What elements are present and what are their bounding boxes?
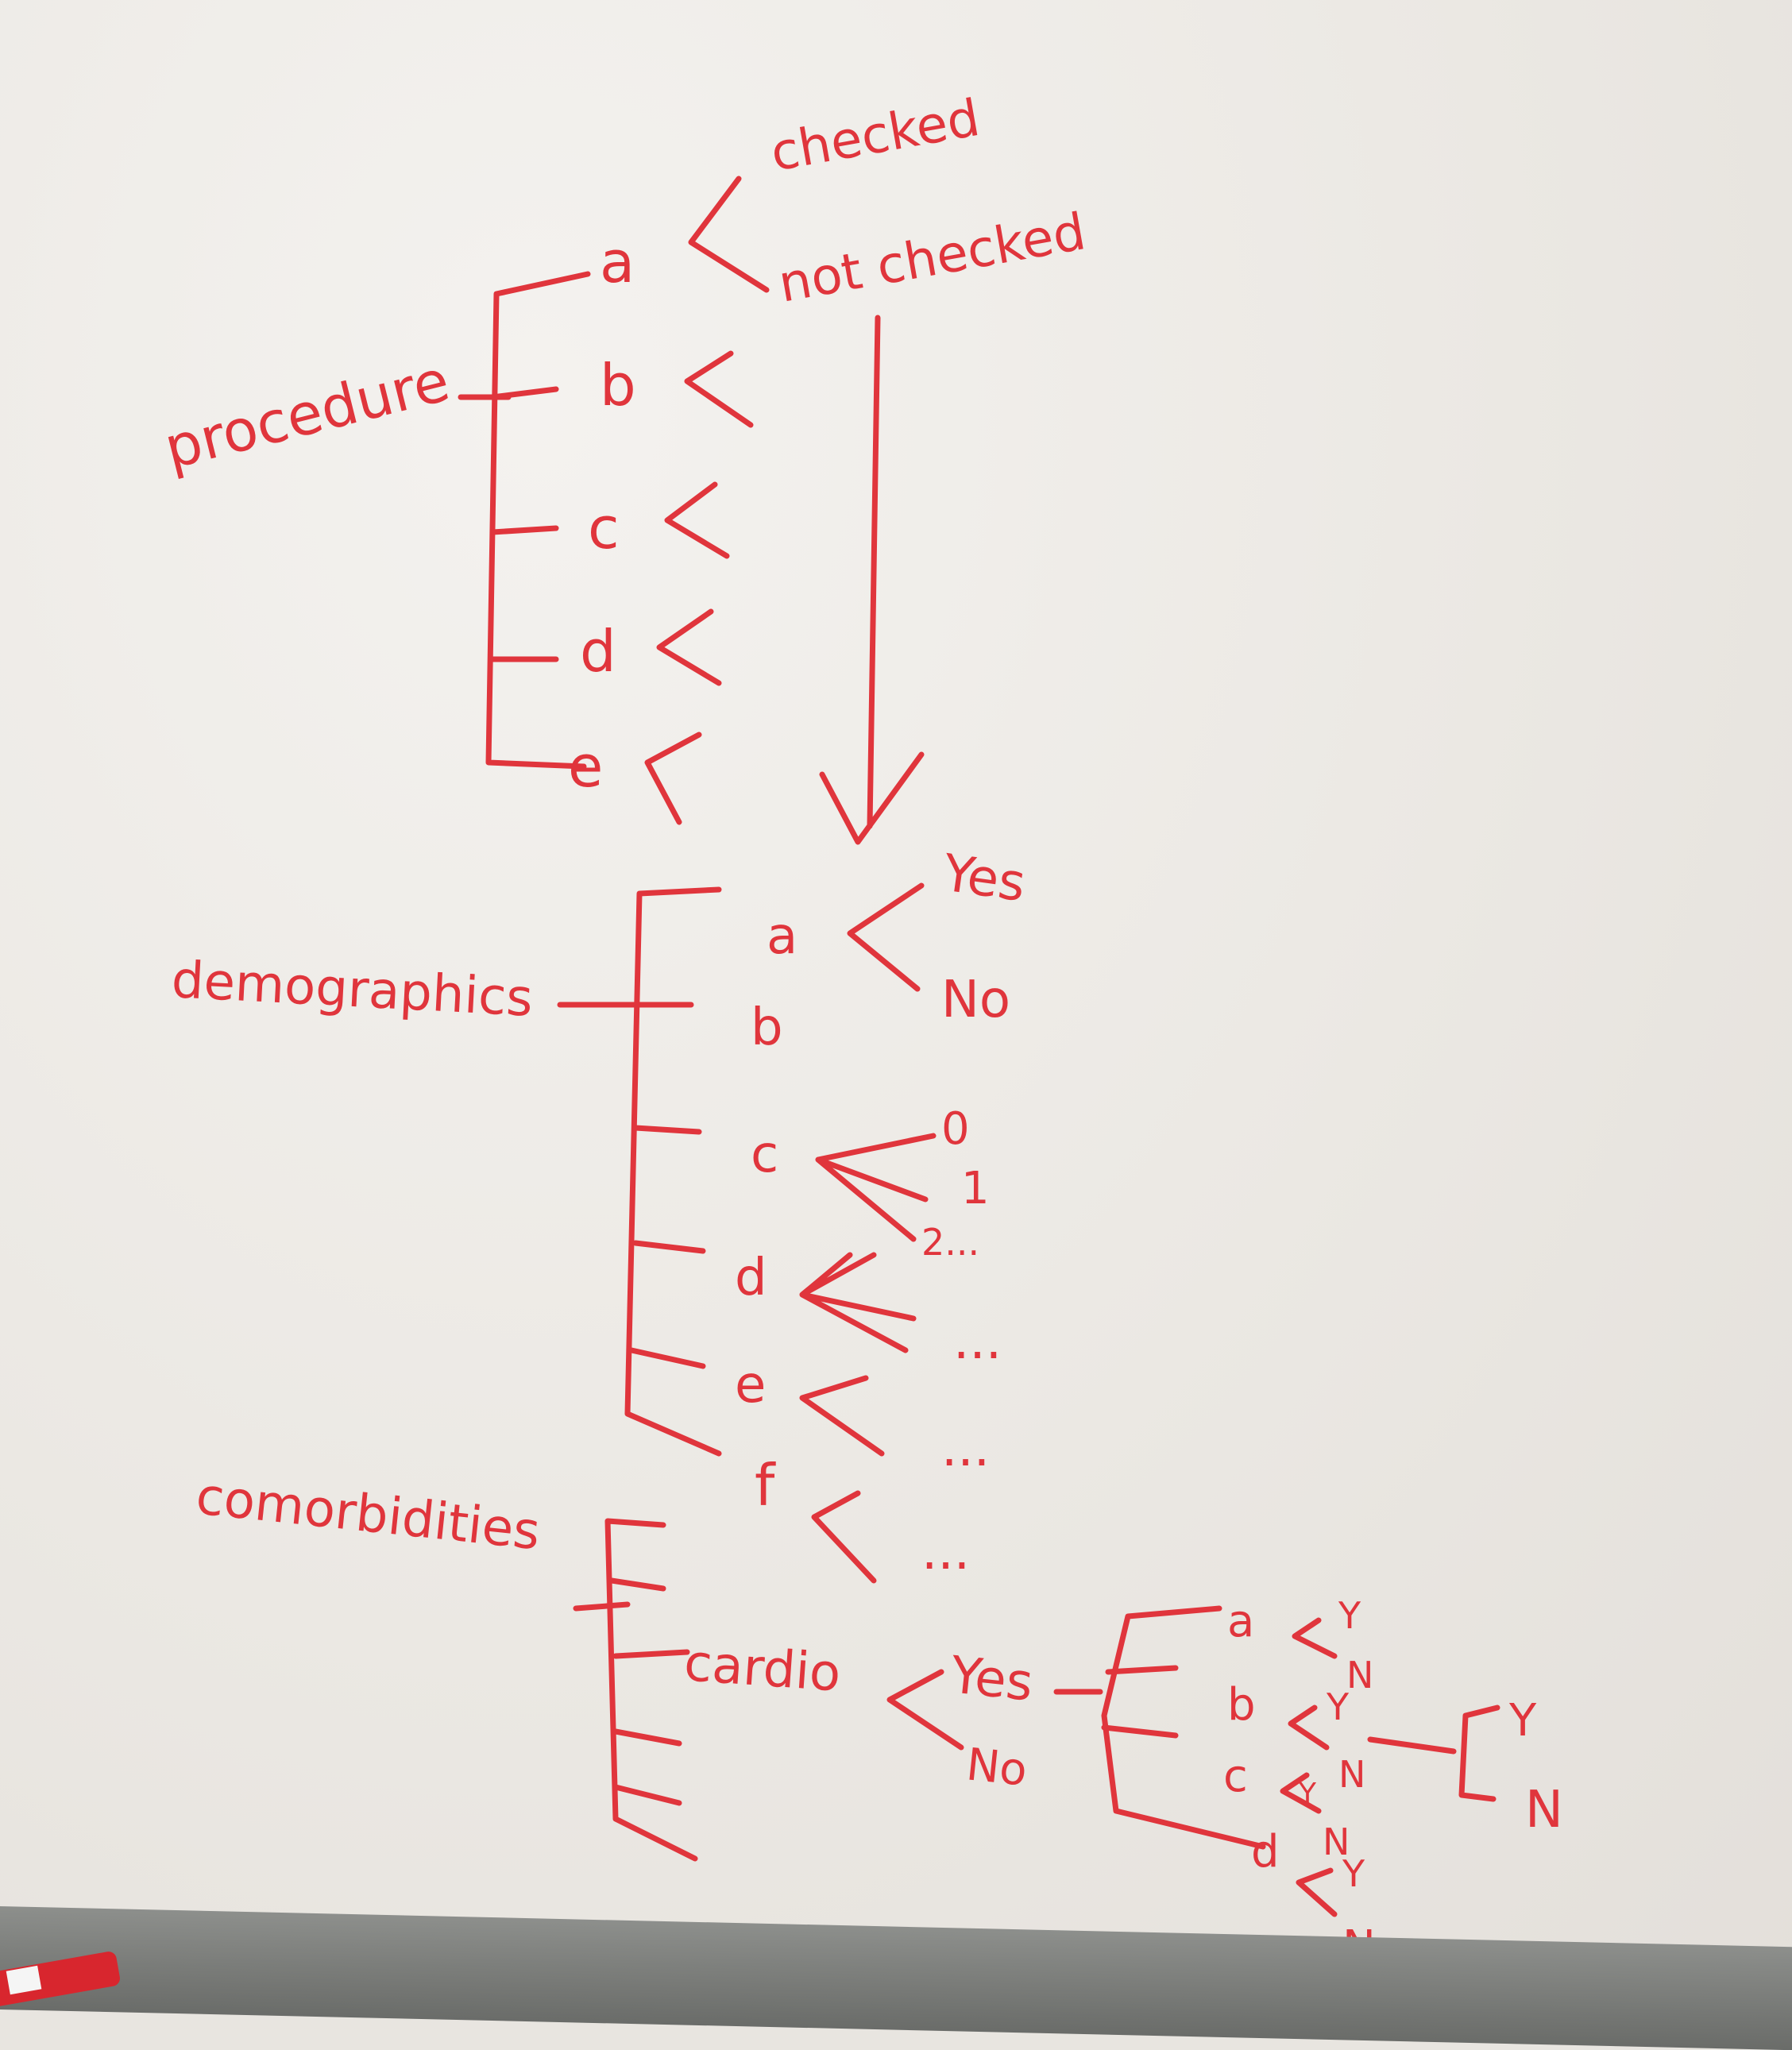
cardio-sub-a-yes: Y [1338,1594,1361,1637]
comorbidities-branch-4 [612,1784,682,1806]
comorbidities-root-connector [573,1601,631,1612]
comorbidities-cardio-no: No [964,1739,1030,1797]
demographics-branch-d [632,1240,706,1254]
demographics-label: demographics [170,951,534,1029]
procedure-b-fork [684,350,754,428]
cardio-sub-item-a: a [1227,1596,1254,1647]
demographics-branch-c [632,1125,702,1135]
demographics-f-fork [811,1490,877,1584]
procedure-item-d: d [580,618,616,685]
cardio-sub-b-yes-y: Y [1508,1695,1537,1747]
procedure-a-fork [688,176,770,293]
cardio-sub-a-no: N [1346,1654,1373,1697]
flow-arrow-head [819,751,925,845]
demographics-a-yes: Yes [939,844,1029,913]
procedure-bracket [485,271,591,770]
demographics-c-option-2: 2... [921,1221,979,1264]
procedure-branch-b [489,386,559,400]
comorbidities-branch-1 [608,1577,666,1592]
comorbidities-branch-2 [612,1649,690,1659]
flow-arrow-shaft [867,315,881,829]
cardio-sub-d-fork [1296,1867,1338,1917]
procedure-item-a: a [600,229,635,295]
demographics-item-f: f [755,1452,776,1519]
demographics-c-fork [815,1133,937,1242]
procedure-d-fork [656,608,722,686]
demographics-item-c: c [751,1125,778,1184]
demographics-item-a: a [767,907,798,966]
cardio-sub-item-d: d [1251,1826,1280,1878]
comorbidities-cardio: cardio [682,1634,843,1704]
demographics-item-b: b [751,998,783,1057]
cardio-sub-b-fork [1288,1704,1330,1751]
comorbidities-cardio-fork [886,1669,964,1751]
demographics-item-e: e [735,1356,766,1415]
cardio-sub-b-no: N [1338,1753,1365,1796]
cardio-sub-item-b: b [1227,1679,1256,1731]
procedure-item-b: b [600,352,636,419]
cardio-sub-b-yes: Y [1326,1685,1350,1728]
procedure-item-e: e [568,733,603,800]
procedure-item-c: c [588,495,620,562]
procedure-c-fork [664,481,730,559]
demographics-d-more: ... [953,1312,1002,1371]
comorbidities-cardio-yes: Yes [947,1646,1035,1712]
cardio-sub-c-yes: Y [1298,1778,1317,1810]
demographics-a-fork [847,882,925,992]
procedure-a-checked: checked [767,89,984,183]
cardio-sub-c-no: N [1323,1820,1350,1863]
cardio-sub-item-c: c [1223,1751,1248,1802]
procedure-e-fork [644,732,702,825]
procedure-branch-c [489,525,559,535]
demographics-branch-e [628,1347,706,1369]
demographics-bracket [624,886,722,1457]
cardio-sub-a-fork [1292,1617,1338,1659]
comorbidities-bracket [604,1518,698,1862]
cardio-sub-d-yes: Y [1342,1852,1365,1895]
demographics-e-fork [799,1375,885,1457]
demographics-item-d: d [735,1249,767,1307]
demographics-c-option-1: 1 [961,1163,990,1214]
demographics-e-more: ... [941,1419,990,1478]
demographics-c-option-0: 0 [941,1103,970,1155]
procedure-label: procedure [158,347,456,482]
cardio-sub-b-yes-connector [1367,1736,1457,1755]
cardio-sub-b-yes-n: N [1525,1781,1563,1840]
demographics-f-more: ... [921,1523,970,1581]
cardio-sub-branch-b [1105,1665,1179,1675]
cardio-sub-b-yes-bracket [1458,1704,1500,1802]
comorbidities-branch-3 [612,1728,682,1747]
cardio-sub-bracket [1101,1605,1266,1850]
demographics-a-no: No [941,971,1010,1029]
demographics-d-fork [799,1252,917,1353]
comorbidities-label: comorbidities [193,1467,543,1562]
cardio-sub-branch-c [1101,1724,1179,1739]
procedure-a-not-checked: not checked [774,203,1090,315]
cardio-sub-c-fork [1280,1772,1322,1814]
